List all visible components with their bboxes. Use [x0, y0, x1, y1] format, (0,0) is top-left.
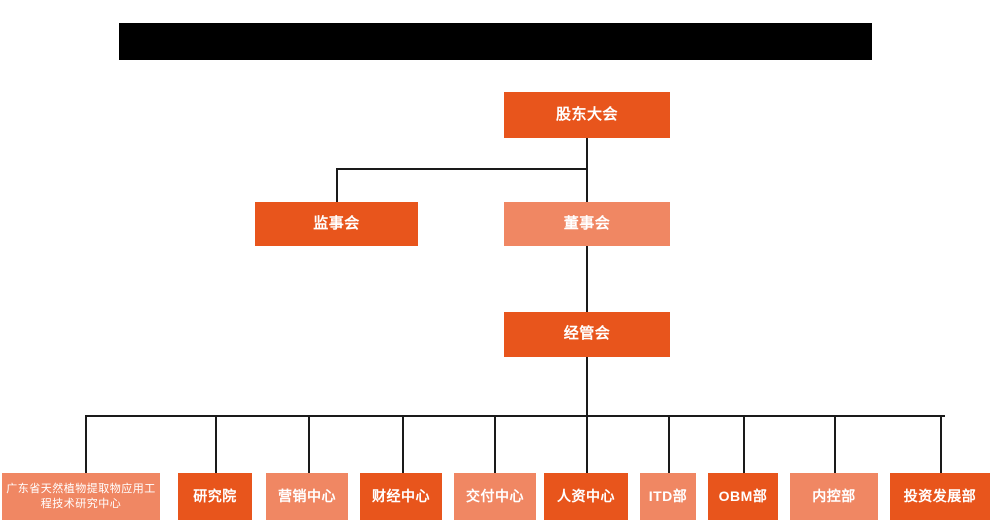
drop-mgmt-to-bus [586, 357, 588, 416]
org-node-n2[interactable]: 监事会 [255, 202, 418, 246]
drop-dept-7 [668, 415, 670, 473]
org-node-label: 股东大会 [555, 105, 618, 123]
org-node-d2[interactable]: 研究院 [178, 473, 252, 520]
redacted-title-bar [119, 23, 872, 60]
drop-dept-4 [402, 415, 404, 473]
org-node-label: 广东省天然植物提取物应用工程技术研究中心 [6, 482, 156, 510]
org-node-n3[interactable]: 董事会 [504, 202, 670, 246]
org-node-label: 交付中心 [466, 487, 524, 504]
org-node-label: 内控部 [812, 487, 856, 504]
org-node-d7[interactable]: ITD部 [640, 473, 696, 520]
org-node-d9[interactable]: 内控部 [790, 473, 878, 520]
org-node-label: 董事会 [563, 214, 611, 232]
drop-dept-10 [940, 415, 942, 473]
org-node-label: 经管会 [563, 325, 611, 343]
org-node-label: 投资发展部 [903, 487, 977, 504]
org-node-d8[interactable]: OBM部 [708, 473, 778, 520]
drop-to-supervisors [336, 168, 338, 203]
org-node-label: ITD部 [648, 487, 688, 504]
org-node-d5[interactable]: 交付中心 [454, 473, 536, 520]
org-node-label: 财经中心 [372, 487, 430, 504]
org-node-n1[interactable]: 股东大会 [504, 92, 670, 138]
bus-shareholders [336, 168, 587, 170]
org-node-d3[interactable]: 营销中心 [266, 473, 348, 520]
org-node-d4[interactable]: 财经中心 [360, 473, 442, 520]
org-node-label: 监事会 [313, 214, 360, 232]
drop-dept-5 [494, 415, 496, 473]
drop-directors-to-mgmt [586, 246, 588, 313]
org-node-d6[interactable]: 人资中心 [544, 473, 628, 520]
drop-to-directors [586, 168, 588, 203]
org-node-d1[interactable]: 广东省天然植物提取物应用工程技术研究中心 [2, 473, 160, 520]
org-node-d10[interactable]: 投资发展部 [890, 473, 990, 520]
drop-dept-3 [308, 415, 310, 473]
drop-dept-6 [586, 415, 588, 473]
drop-dept-2 [215, 415, 217, 473]
drop-dept-9 [834, 415, 836, 473]
org-node-label: 人资中心 [557, 487, 615, 504]
org-node-label: 研究院 [193, 487, 237, 504]
drop-dept-8 [743, 415, 745, 473]
org-node-label: OBM部 [718, 487, 768, 504]
org-node-n4[interactable]: 经管会 [504, 312, 670, 357]
bus-departments [85, 415, 945, 417]
org-node-label: 营销中心 [278, 487, 336, 504]
drop-dept-1 [85, 415, 87, 473]
